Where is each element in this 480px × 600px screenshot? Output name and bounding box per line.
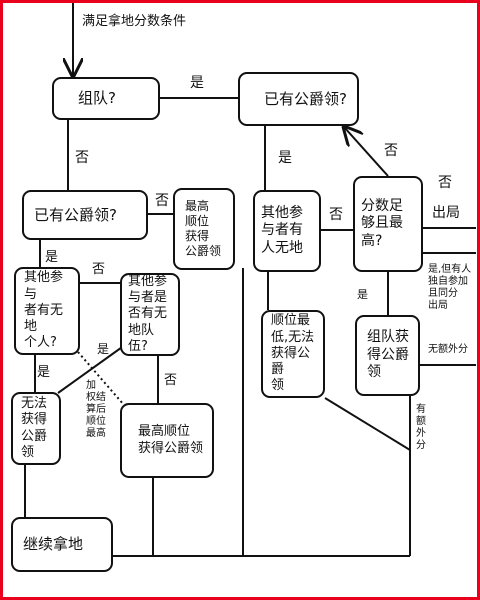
edge-label-yes-score-teamgets: 是 <box>357 288 368 301</box>
edge-label-no-top-score: 否 <box>384 143 398 159</box>
others-no-land-team-text: 其他参 与者是 否有无 地队伍? <box>128 273 168 354</box>
continue-text: 继续拿地 <box>23 535 84 554</box>
has-title-top-decision: 已有公爵领? <box>238 72 359 126</box>
edge-label-no-left-highest: 否 <box>155 193 169 209</box>
edge-label-no-extra: 无额外分 <box>428 344 468 355</box>
entry-label: 满足拿地分数条件 <box>82 14 187 29</box>
cannot-get-box: 无法 获得 公爵领 <box>11 392 61 465</box>
team-decision-text: 组队? <box>78 89 116 108</box>
edge-label-no-score-out: 否 <box>438 175 452 191</box>
has-title-left-text: 已有公爵领? <box>34 205 117 224</box>
others-no-land-box: 其他参 与者有 人无地 <box>253 190 321 272</box>
edge-label-no-team-highest: 否 <box>164 373 178 388</box>
edge-label-yes-team-cannot: 是 <box>97 342 110 356</box>
edge-label-tie-note: 是,但有人 独自参加 且同分 出局 <box>428 264 472 311</box>
edge-label-weighted-note: 加 权结 算后 顺位 最高 <box>86 380 106 439</box>
others-no-land-person-decision: 其他参与 者有无地 个人? <box>14 267 80 355</box>
highest-rank-gets-text: 最高 顺位 获得 公爵领 <box>185 199 222 258</box>
score-enough-text: 分数足 够且最 高? <box>361 197 403 249</box>
lowest-rank-box: 顺位最 低,无法 获得公爵 领 <box>261 310 325 398</box>
edge-label-yes-person-cannot: 是 <box>37 365 51 380</box>
others-no-land-text: 其他参 与者有 人无地 <box>261 204 303 256</box>
edge-label-no-others-score: 否 <box>329 207 343 223</box>
edge-label-yes-left-person: 是 <box>45 250 59 265</box>
edge-label-yes-top-others: 是 <box>278 150 292 166</box>
has-title-top-text: 已有公爵领? <box>264 89 347 108</box>
highest-rank-gets-2-text: 最高顺位 获得公爵领 <box>138 424 204 456</box>
team-decision: 组队? <box>52 77 160 120</box>
team-gets-text: 组队获 得公爵 领 <box>367 329 409 381</box>
highest-rank-gets-box: 最高 顺位 获得 公爵领 <box>173 188 235 270</box>
edge-label-out: 出局 <box>432 205 460 221</box>
others-no-land-team-decision: 其他参 与者是 否有无 地队伍? <box>120 273 180 356</box>
has-title-left-decision: 已有公爵领? <box>22 190 148 240</box>
edge-label-yes-team-top: 是 <box>190 75 204 91</box>
continue-box: 继续拿地 <box>11 517 113 572</box>
team-gets-box: 组队获 得公爵 领 <box>355 315 420 396</box>
edge-label-no-person-team: 否 <box>92 262 106 277</box>
others-no-land-person-text: 其他参与 者有无地 个人? <box>24 270 64 351</box>
lowest-rank-text: 顺位最 低,无法 获得公爵 领 <box>271 313 315 394</box>
cannot-get-text: 无法 获得 公爵领 <box>21 396 48 460</box>
highest-rank-gets-2-box: 最高顺位 获得公爵领 <box>120 403 214 478</box>
score-enough-decision: 分数足 够且最 高? <box>353 176 423 272</box>
edge-label-no-team-left: 否 <box>75 150 89 166</box>
edge-label-has-extra: 有 额 外 分 <box>416 404 426 451</box>
